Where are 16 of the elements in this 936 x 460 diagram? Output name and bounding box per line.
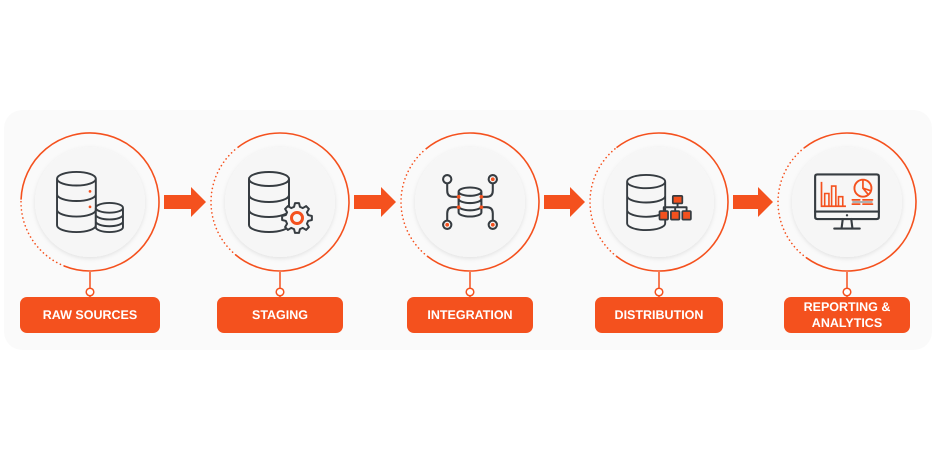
block-arrow [733,187,773,217]
connector-line [654,272,664,297]
connector-line [842,272,852,297]
connector-line [275,272,285,297]
stage-label: INTEGRATION [407,297,533,333]
stage-label: REPORTING & ANALYTICS [784,297,910,333]
connector-line [465,272,475,297]
connector-line [85,272,95,297]
stage-ring [400,132,540,272]
stage-ring [777,132,917,272]
block-arrow [544,187,585,217]
stage-label: STAGING [217,297,343,333]
stage-label: RAW SOURCES [20,297,160,333]
block-arrow [164,187,206,217]
stage-label: DISTRIBUTION [595,297,723,333]
block-arrow [354,187,396,217]
